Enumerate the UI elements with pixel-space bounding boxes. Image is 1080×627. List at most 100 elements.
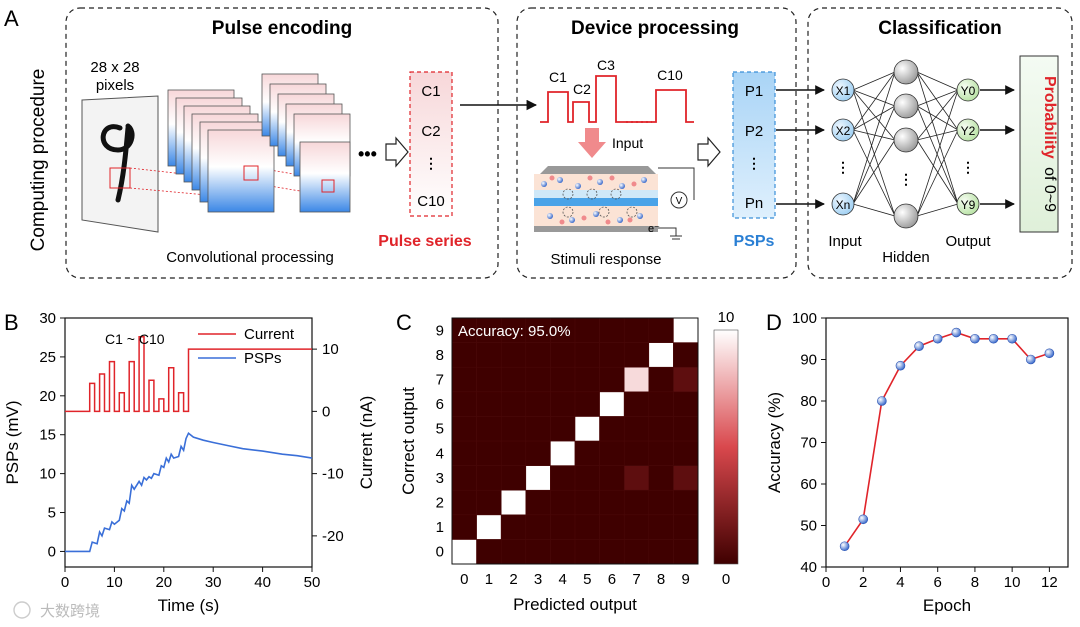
pulse-label-c2: C2 [573, 81, 591, 97]
heatmap-cell [550, 514, 576, 540]
heatmap-cell [451, 440, 477, 466]
heatmap-cell [574, 489, 600, 516]
computing-procedure-label: Computing procedure [28, 69, 49, 252]
accuracy-point [839, 541, 850, 552]
heatmap-cell [599, 317, 625, 343]
x-tick-label: 12 [1041, 574, 1058, 591]
heatmap-cell [673, 416, 699, 442]
nn-edge [916, 129, 959, 141]
x-tick-label: 0 [61, 574, 69, 591]
heatmap-cell [574, 416, 600, 442]
legend-psp-label: PSPs [244, 350, 282, 367]
heatmap-cell [673, 391, 699, 417]
channel-c2: C2 [421, 123, 440, 140]
heatmap-cell [550, 489, 576, 516]
probability-word: Probability [1041, 76, 1058, 159]
heatmap-cell [451, 317, 477, 343]
heatmap-cell [476, 465, 502, 491]
heatmap-cell [500, 342, 527, 368]
heatmap-cell [599, 366, 625, 393]
nn-edge [852, 89, 896, 107]
x-tick-label: 20 [155, 574, 172, 591]
psp-to-input-arrows [776, 85, 825, 209]
watermark-icon [13, 601, 31, 619]
pixels-label-1: 28 x 28 [90, 59, 139, 76]
classification-title: Classification [878, 18, 1002, 39]
nn-edge [916, 89, 959, 141]
x-tick-label: 9 [682, 571, 690, 588]
y-tick-label: 8 [436, 347, 444, 364]
probability-rest: of 0~9 [1041, 167, 1058, 212]
x-tick-label: 0 [460, 571, 468, 588]
y-axis-label: Accuracy (%) [765, 392, 784, 493]
heatmap-cell [574, 539, 600, 565]
heatmap-cell [648, 391, 674, 417]
nn-edge [852, 129, 896, 217]
stimuli-response-label: Stimuli response [551, 251, 662, 268]
heatmap-cell [574, 440, 600, 466]
channel-c10: C10 [417, 193, 445, 210]
heatmap-cell [648, 440, 674, 466]
heatmap-cell [550, 317, 576, 343]
y2-tick-label: -10 [322, 466, 344, 483]
nn-edge [916, 89, 959, 217]
nn-edge [852, 89, 896, 217]
accuracy-point [914, 341, 924, 352]
heatmap-cell [476, 416, 502, 442]
x-tick-label: 50 [304, 574, 321, 591]
y-tick-label: 80 [800, 393, 817, 410]
y-tick-label: 7 [436, 372, 444, 389]
x-axis-label: Time (s) [158, 596, 220, 615]
y-tick-label: 3 [436, 470, 444, 487]
heatmap-cell [574, 391, 600, 417]
nn-edge [852, 105, 896, 131]
nn-edge [852, 203, 896, 217]
heatmap-cell [574, 465, 600, 491]
x-tick-label: 5 [583, 571, 591, 588]
heatmap-cell [451, 514, 477, 540]
heatmap-cell [599, 489, 625, 516]
heatmap-cell [476, 539, 502, 565]
heatmap-cell [599, 440, 625, 466]
accuracy-point [858, 514, 869, 525]
input-x2: X2 [836, 124, 851, 138]
accuracy-annotation: Accuracy: 95.0% [458, 323, 571, 340]
heatmap-cell [476, 366, 502, 393]
heatmap-cell [500, 514, 527, 540]
x-tick-label: 4 [559, 571, 567, 588]
y2-tick-label: 10 [322, 341, 339, 358]
accuracy-point [1007, 333, 1017, 344]
heatmap-cell [673, 539, 699, 565]
nn-edge [852, 71, 896, 131]
x-tick-label: 10 [1004, 574, 1021, 591]
heatmap-cell [574, 342, 600, 368]
heatmap-cell [623, 317, 650, 343]
input-arrow [578, 128, 606, 158]
panel-b-letter: B [4, 310, 19, 335]
y-axis-label: Correct output [399, 387, 418, 495]
heatmap-cell [550, 416, 576, 442]
heatmap-cell [623, 366, 650, 393]
device-processing-box: Device processing C1 C2 C3 C10 Input [516, 7, 797, 279]
x-tick-label: 30 [205, 574, 222, 591]
heatmap-cell [648, 366, 674, 393]
heatmap-cell [673, 440, 699, 466]
hollow-arrow-1 [385, 136, 409, 168]
heatmap-cell [451, 489, 477, 516]
probability-box [1019, 55, 1059, 233]
mnist-digit-image [81, 95, 159, 233]
pixels-label-2: pixels [96, 77, 134, 94]
x-axis-label: Predicted output [513, 595, 637, 614]
y-tick-label: 30 [39, 310, 56, 327]
x-tick-label: 7 [632, 571, 640, 588]
heatmap-cell [500, 317, 527, 343]
y-tick-label: 6 [436, 396, 444, 413]
heatmap-cell [500, 440, 527, 466]
heatmap-cell [451, 416, 477, 442]
colorbar-max-label: 10 [718, 309, 735, 326]
heatmap-cell [623, 416, 650, 442]
heatmap-cell [673, 489, 699, 516]
heatmap-cell [623, 342, 650, 368]
